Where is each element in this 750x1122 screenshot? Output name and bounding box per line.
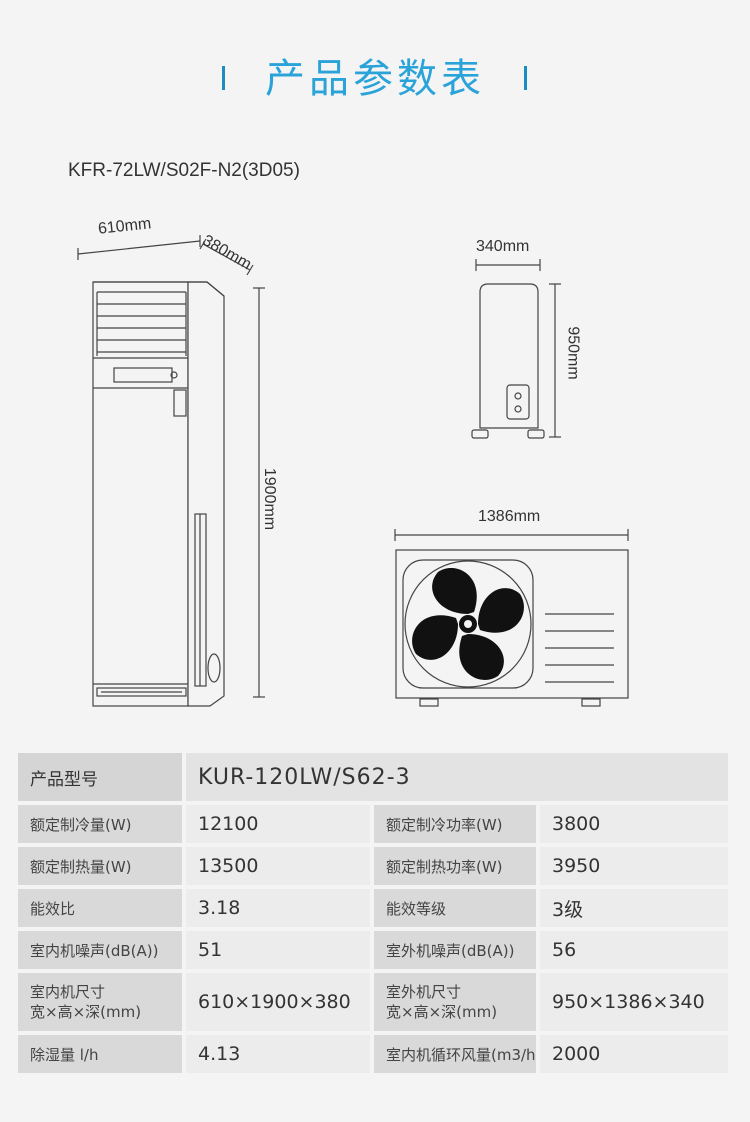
spec-label-line: 室内机尺寸 (30, 983, 106, 1001)
spec-value: 51 (186, 931, 370, 969)
spec-value: 13500 (186, 847, 370, 885)
spec-value: 12100 (186, 805, 370, 843)
title-bar-right (524, 66, 527, 90)
table-row: 室内机噪声(dB(A)) 51 室外机噪声(dB(A)) 56 (18, 931, 728, 969)
spec-label: 额定制冷量(W) (18, 805, 182, 843)
spec-label: 额定制冷功率(W) (374, 805, 536, 843)
spec-value: 950×1386×340 (540, 973, 728, 1031)
spec-value: 56 (540, 931, 728, 969)
spec-label: 室内机噪声(dB(A)) (18, 931, 182, 969)
table-row: 能效比 3.18 能效等级 3级 (18, 889, 728, 927)
page-title: 产品参数表 (265, 56, 485, 102)
outdoor-unit-front (395, 549, 629, 707)
spec-label: 室内机尺寸 宽×高×深(mm) (18, 973, 182, 1031)
table-row: 除湿量 l/h 4.13 室内机循环风量(m3/h) 2000 (18, 1035, 728, 1073)
spec-value: 3950 (540, 847, 728, 885)
spec-label: 除湿量 l/h (18, 1035, 182, 1073)
table-row: 额定制冷量(W) 12100 额定制冷功率(W) 3800 (18, 805, 728, 843)
outdoor-width-label: 1386mm (478, 508, 541, 525)
spec-table: 产品型号 KUR-120LW/S62-3 额定制冷量(W) 12100 额定制冷… (14, 749, 732, 1077)
table-row: 室内机尺寸 宽×高×深(mm) 610×1900×380 室外机尺寸 宽×高×深… (18, 973, 728, 1031)
outdoor-depth-label: 340mm (476, 238, 530, 255)
spec-value: 2000 (540, 1035, 728, 1073)
fan-icon (404, 560, 532, 688)
spec-value: 4.13 (186, 1035, 370, 1073)
spec-label: 室内机循环风量(m3/h) (374, 1035, 536, 1073)
table-row: 额定制热量(W) 13500 额定制热功率(W) 3950 (18, 847, 728, 885)
outdoor-unit-side (471, 283, 545, 439)
spec-label-line: 室外机尺寸 (386, 983, 462, 1001)
model-name: KFR-72LW/S02F-N2(3D05) (68, 160, 300, 181)
spec-value: 3.18 (186, 889, 370, 927)
spec-value: 3级 (540, 889, 728, 927)
indoor-height-label: 1900mm (261, 467, 279, 531)
outdoor-height-label: 950mm (564, 326, 582, 380)
model-value-cell: KUR-120LW/S62-3 (186, 753, 728, 801)
spec-label: 能效比 (18, 889, 182, 927)
spec-label-line: 宽×高×深(mm) (386, 1003, 498, 1021)
spec-value: 610×1900×380 (186, 973, 370, 1031)
spec-value: 3800 (540, 805, 728, 843)
table-row: 产品型号 KUR-120LW/S62-3 (18, 753, 728, 801)
spec-label: 室外机噪声(dB(A)) (374, 931, 536, 969)
spec-label: 能效等级 (374, 889, 536, 927)
product-diagram (77, 235, 629, 707)
spec-label: 额定制热量(W) (18, 847, 182, 885)
model-label-cell: 产品型号 (18, 753, 182, 801)
spec-label-line: 宽×高×深(mm) (30, 1003, 142, 1021)
indoor-unit (92, 281, 225, 707)
spec-label: 额定制热功率(W) (374, 847, 536, 885)
spec-label: 室外机尺寸 宽×高×深(mm) (374, 973, 536, 1031)
title-bar-left (222, 66, 225, 90)
